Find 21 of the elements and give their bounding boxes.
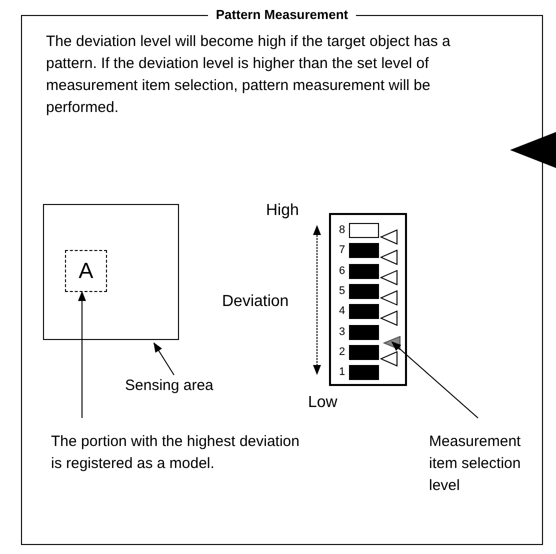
level-number: 2 bbox=[339, 344, 346, 359]
model-region-box: A bbox=[65, 250, 107, 292]
axis-label: High bbox=[266, 201, 299, 221]
leader-line bbox=[391, 341, 478, 418]
level-number: 4 bbox=[339, 304, 346, 318]
axis-label: Deviation bbox=[222, 292, 289, 312]
leader-line bbox=[78, 291, 86, 418]
sensing-area-box bbox=[43, 204, 179, 340]
description-text: The deviation level will become high if the target object has a pattern. If the deviation level is higher than the set level of measurement item selection, pattern measurement will be performed. bbox=[46, 32, 452, 118]
axis-label: Low bbox=[308, 393, 338, 413]
level-indicator-panel bbox=[329, 213, 407, 386]
level-number: 5 bbox=[339, 284, 346, 298]
caption-text: The portion with the highest deviation is registered as a model. bbox=[51, 431, 301, 501]
caption-text: Measurement item selection level bbox=[429, 431, 549, 501]
level-number: 3 bbox=[339, 324, 346, 338]
caption-text: Sensing area bbox=[125, 375, 245, 399]
level-number: 1 bbox=[339, 365, 346, 380]
leader-line bbox=[153, 342, 174, 376]
level-number: 6 bbox=[339, 264, 346, 278]
level-number: 7 bbox=[339, 243, 346, 258]
level-number: 8 bbox=[339, 223, 346, 237]
